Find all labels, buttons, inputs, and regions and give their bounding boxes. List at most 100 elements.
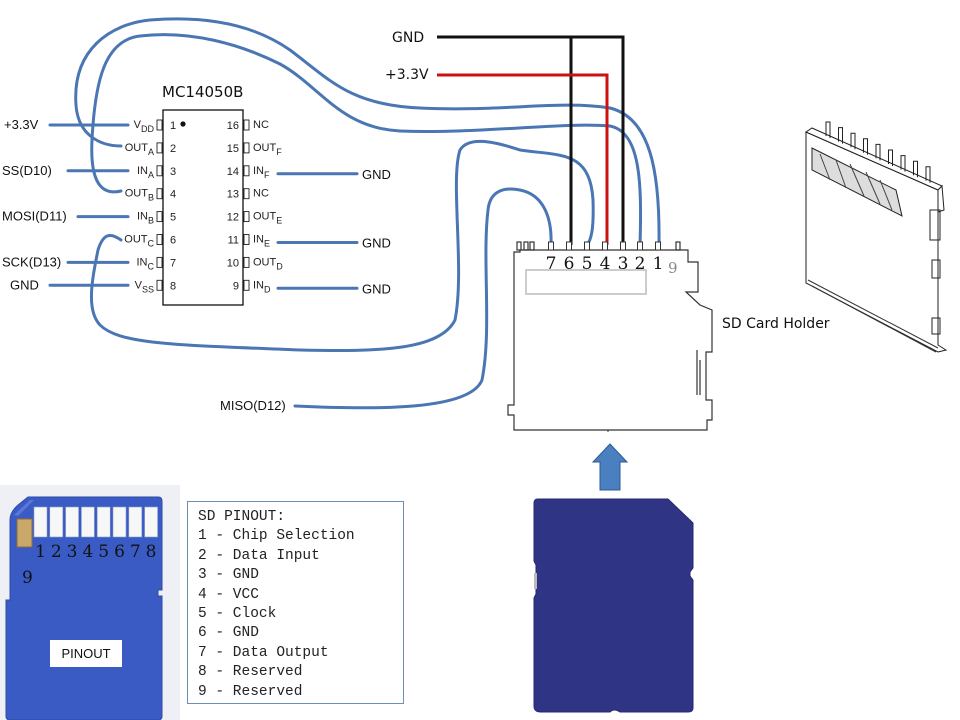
sd-holder-pin-number: 1 [653, 254, 664, 274]
ic-pin-label: OUTA [125, 142, 154, 157]
right-net-labels: GND GND GND [276, 167, 391, 296]
sd-card-photo [0, 485, 180, 720]
sd-photo-pin-number: 1 [35, 542, 46, 562]
pinout-line: 5 - Clock [198, 606, 277, 623]
ic-pin-pad [156, 165, 163, 177]
net-label-right: GND [362, 236, 391, 251]
vcc-rail-wire [437, 73, 609, 245]
ic-pin-number: 15 [227, 143, 239, 155]
sd-holder-pin-number: 3 [618, 254, 629, 274]
wire-outc-to-sd5 [90, 139, 595, 353]
net-label-left: GND [10, 277, 39, 292]
ic-pin-pad [156, 279, 163, 291]
ic-pin-label: NC [253, 188, 269, 200]
ic-pin-label: INB [137, 211, 154, 226]
sd-photo-pin9: 9 [22, 568, 33, 588]
sd-card-lock-tab [534, 573, 537, 589]
pinout-line: 2 - Data Input [198, 547, 320, 564]
sd-holder-pin-number: 5 [582, 254, 593, 274]
ic-pin-pad [156, 211, 163, 223]
net-label-left: SS(D10) [2, 163, 52, 178]
ic-pin-label: OUTD [253, 256, 283, 271]
ic-pin-number: 1 [170, 120, 176, 132]
gnd-rail-label: GND [392, 30, 424, 46]
sd-photo-pin-number: 3 [67, 542, 78, 562]
sd-holder-pin-number: 4 [600, 254, 611, 274]
ic-pin-pad [156, 256, 163, 268]
ic-body [162, 109, 244, 306]
ic-pin-number: 9 [233, 280, 239, 292]
pinout-title: SD PINOUT: [198, 509, 286, 525]
sd-photo-pin-number: 2 [51, 542, 62, 562]
net-label-right: GND [362, 167, 391, 182]
card-pinout-label: PINOUT [50, 640, 122, 667]
ic-pin-pad [156, 119, 163, 131]
ic-pin-number: 14 [227, 166, 239, 178]
sd-holder-label: SD Card Holder [722, 316, 830, 332]
ic-pin-label: OUTE [253, 211, 282, 226]
ic-pin-number: 16 [227, 120, 239, 132]
ic-pin-label: VSS [135, 279, 154, 294]
ic-pin-pad [156, 188, 163, 200]
ic-pin-label: INE [253, 234, 270, 249]
ic-pin-number: 12 [227, 212, 239, 224]
ic-pin-pad [243, 142, 250, 154]
ic-pin-label: IND [253, 279, 271, 294]
ic-pin-pad [243, 234, 250, 245]
net-label-left: SCK(D13) [2, 254, 61, 269]
sd-photo-pin-number: 6 [114, 542, 125, 562]
sd-holder-pin-number: 2 [635, 254, 646, 274]
sd-photo-pin-number: 5 [98, 542, 109, 562]
insert-arrow-icon [591, 443, 629, 491]
ic-pin-number: 11 [228, 235, 239, 247]
pinout-line: 9 - Reserved [198, 683, 303, 700]
wire-outa-to-sd1 [74, 17, 661, 247]
sd-holder-front [507, 241, 713, 432]
sd-holder-pin-number: 7 [546, 254, 557, 274]
ic-pin-label: VDD [134, 119, 155, 134]
ic-pin-label: OUTF [253, 142, 282, 157]
ic-pin-number: 5 [170, 212, 176, 224]
pinout-line: 1 - Chip Selection [198, 528, 355, 545]
ic-pin-pad [243, 256, 250, 268]
ic-title: MC14050B [162, 83, 243, 101]
ic-pin-number: 10 [227, 257, 239, 269]
ic-pin-label: INA [137, 165, 154, 180]
ic-pin-number: 13 [227, 189, 239, 201]
pinout-line: 6 - GND [198, 625, 259, 642]
sd-photo-pin-number: 8 [146, 542, 157, 562]
wire-outb-to-sd2 [90, 33, 643, 247]
miso-label: MISO(D12) [220, 398, 286, 413]
ic-pin-number: 3 [170, 166, 176, 178]
ic-pin-number: 8 [170, 280, 176, 292]
pin1-dot-icon [180, 121, 186, 127]
ic-pin-number: 4 [170, 189, 176, 201]
pinout-line: 8 - Reserved [198, 664, 303, 681]
wire-miso-to-sd7 [293, 187, 553, 410]
ic-pin-number: 2 [170, 143, 176, 155]
ic-pin-label: INC [137, 256, 155, 271]
ic-pin-label: OUTC [124, 234, 154, 249]
ic-pin-pad [156, 234, 163, 245]
sd-holder-3d-image [804, 121, 948, 353]
ic-pin-number: 6 [170, 235, 176, 247]
net-label-right: GND [362, 281, 391, 296]
ic-pin-label: INF [253, 165, 270, 180]
ic-pin-pad [156, 142, 163, 154]
ic-pin-pad [243, 165, 250, 177]
gnd-rail-wire [437, 35, 625, 245]
sd-holder-pin9: 9 [668, 259, 678, 277]
sd-photo-pin-number: 4 [82, 542, 93, 562]
sd-photo-pin-number: 7 [130, 542, 141, 562]
vcc-rail-label: +3.3V [385, 67, 429, 83]
ic-pin-label: NC [253, 119, 269, 131]
pinout-line: 3 - GND [198, 567, 259, 584]
sd-card-image [533, 498, 694, 713]
pinout-line: 4 - VCC [198, 586, 259, 603]
pinout-line: 7 - Data Output [198, 644, 329, 661]
